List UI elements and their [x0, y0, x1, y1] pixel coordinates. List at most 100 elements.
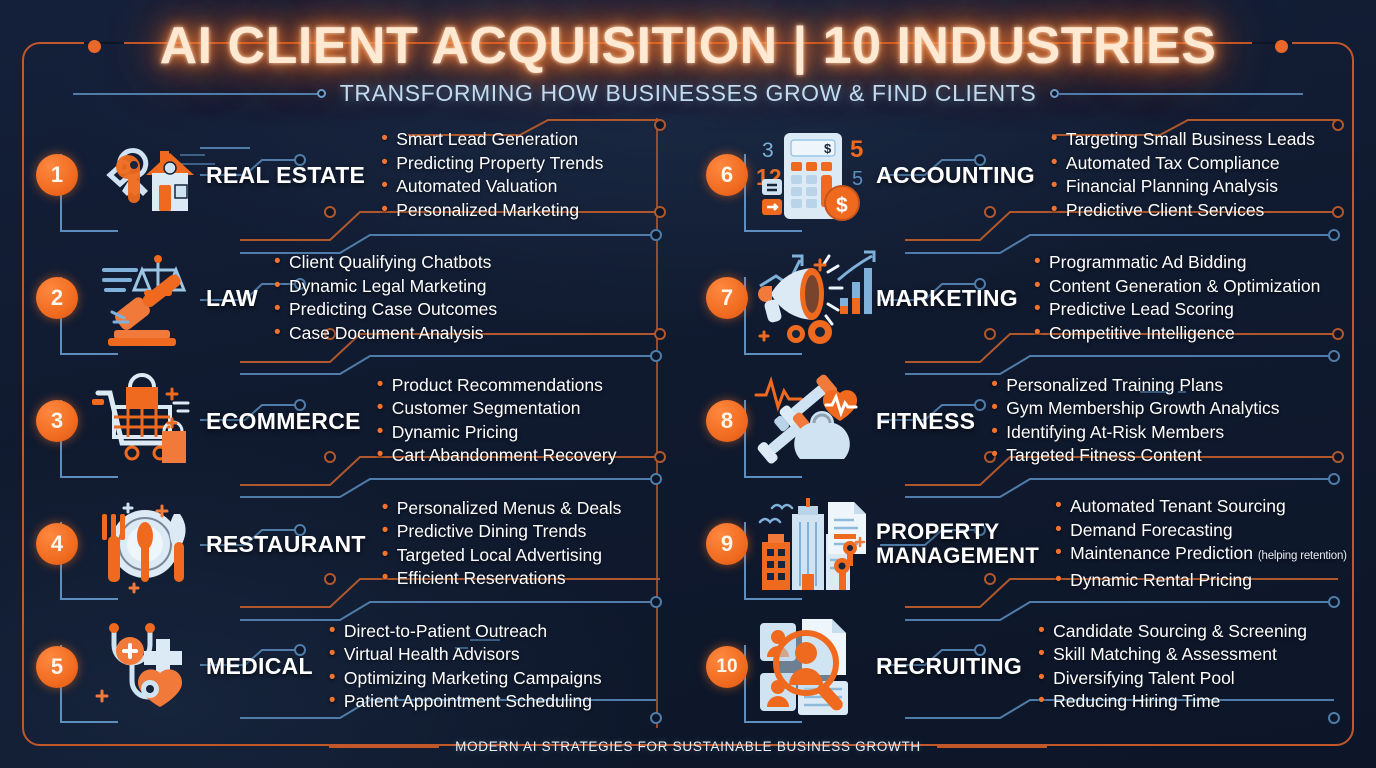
title-dot-right-icon — [1275, 40, 1288, 53]
footer-rule-right — [936, 745, 1047, 748]
industry-row-marketing[interactable]: 7 — [702, 237, 1344, 360]
footer-rule-left — [329, 745, 440, 748]
dumbbell-kettlebell-heartbeat-icon — [754, 369, 876, 473]
industry-number-badge: 7 — [706, 277, 748, 320]
list-item: Financial Planning Analysis — [1051, 174, 1344, 199]
badge-stem — [744, 276, 802, 355]
stethoscope-heart-cross-icon — [84, 615, 206, 719]
industry-number-badge: 1 — [36, 154, 78, 197]
list-item: Predicting Property Trends — [381, 151, 678, 176]
list-item: Virtual Health Advisors — [329, 642, 678, 667]
megaphone-chart-gears-icon — [754, 246, 876, 350]
list-item: Automated Valuation — [381, 174, 678, 199]
list-item: Skill Matching & Assessment — [1038, 642, 1344, 667]
industry-row-medical[interactable]: 5 — [32, 605, 678, 728]
industry-number-badge: 2 — [36, 277, 78, 320]
industry-number-badge: 8 — [706, 399, 748, 442]
list-item: Smart Lead Generation — [381, 127, 678, 152]
badge-stem — [744, 522, 802, 601]
gavel-scales-icon — [84, 246, 206, 350]
list-item: Demand Forecasting — [1055, 518, 1347, 543]
industry-sector-label: MARKETING — [876, 285, 1018, 311]
industry-sector-label: LAW — [206, 285, 258, 311]
house-keys-icon — [84, 123, 206, 227]
industry-number-badge: 10 — [706, 645, 748, 688]
industry-sector-label: REAL ESTATE — [206, 162, 366, 189]
industry-row-accounting[interactable]: 6 3 12 5 5 $ — [702, 114, 1344, 237]
poster-footer: MODERN AI STRATEGIES FOR SUSTAINABLE BUS… — [0, 739, 1376, 754]
sector-line-1: PROPERTY — [876, 519, 1000, 545]
list-item: Dynamic Pricing — [377, 420, 678, 445]
industry-row-restaurant[interactable]: 4 — [32, 482, 678, 605]
list-item: Programmatic Ad Bidding — [1034, 250, 1344, 275]
list-item: Patient Appointment Scheduling — [329, 689, 678, 714]
left-column: 1 — [32, 114, 688, 728]
right-column: 6 3 12 5 5 $ — [688, 114, 1347, 728]
plate-cutlery-icon — [84, 492, 206, 596]
subtitle-row: TRANSFORMING HOW BUSINESSES GROW & FIND … — [0, 80, 1376, 107]
list-item: Personalized Training Plans — [991, 373, 1344, 398]
list-item: Maintenance Prediction (helping retentio… — [1055, 541, 1347, 569]
industry-row-real-estate[interactable]: 1 — [32, 114, 678, 237]
list-item: Product Recommendations — [377, 373, 678, 398]
list-item: Cart Abandonment Recovery — [377, 444, 678, 468]
industry-bullet-list: Direct-to-Patient Outreach Virtual Healt… — [319, 619, 678, 714]
shopping-cart-bags-icon — [84, 369, 206, 473]
industry-row-property-management[interactable]: 9 — [702, 482, 1347, 605]
industry-sector-label: RECRUITING — [876, 653, 1023, 680]
industry-bullet-list: Programmatic Ad Bidding Content Generati… — [1024, 250, 1344, 345]
industry-bullet-list: Product Recommendations Customer Segment… — [367, 373, 678, 468]
list-item: Personalized Marketing — [381, 198, 678, 223]
industry-row-ecommerce[interactable]: 3 — [32, 360, 678, 483]
industries-columns: 1 — [32, 114, 1347, 728]
industry-bullet-list: Client Qualifying Chatbots Dynamic Legal… — [264, 250, 678, 346]
list-item: Predictive Lead Scoring — [1034, 297, 1344, 322]
list-item: Automated Tax Compliance — [1051, 151, 1344, 176]
industry-number-badge: 4 — [36, 522, 78, 565]
industry-number-badge: 6 — [706, 154, 748, 197]
list-item: Optimizing Marketing Campaigns — [329, 666, 678, 691]
svg-text:$: $ — [836, 194, 848, 217]
industry-sector-label: ECOMMERCE — [206, 407, 361, 434]
page-subtitle: TRANSFORMING HOW BUSINESSES GROW & FIND … — [339, 80, 1037, 106]
sector-line-2: MANAGEMENT — [876, 542, 1040, 568]
list-item: Content Generation & Optimization — [1034, 274, 1344, 299]
industry-sector-label: MEDICAL — [206, 653, 313, 680]
list-item: Personalized Menus & Deals — [382, 496, 678, 521]
subtitle-connector-right — [1050, 89, 1304, 98]
list-item: Targeted Local Advertising — [382, 543, 678, 568]
accounting-number-5a: 5 — [850, 136, 863, 163]
bullet-note: (helping retention) — [1257, 550, 1347, 563]
page-title: AI CLIENT ACQUISITION | 10 INDUSTRIES — [159, 17, 1217, 75]
calculator-coin-icon: 3 12 5 5 $ — [754, 123, 876, 227]
industry-bullet-list: Targeting Small Business Leads Automated… — [1041, 127, 1344, 223]
industry-number-badge: 9 — [706, 522, 748, 565]
industry-bullet-list: Candidate Sourcing & Screening Skill Mat… — [1028, 619, 1344, 714]
list-item: Case Document Analysis — [274, 321, 678, 346]
list-item: Identifying At-Risk Members — [991, 420, 1344, 445]
badge-stem — [744, 154, 802, 232]
list-item: Automated Tenant Sourcing — [1055, 494, 1347, 519]
industry-row-law[interactable]: 2 — [32, 237, 678, 360]
industry-sector-label: RESTAURANT — [206, 530, 366, 557]
industry-bullet-list: Smart Lead Generation Predicting Propert… — [371, 127, 678, 223]
industry-row-fitness[interactable]: 8 — [702, 360, 1344, 483]
list-item: Predicting Case Outcomes — [274, 297, 678, 322]
list-item: Targeted Fitness Content — [991, 444, 1344, 468]
industry-sector-label: ACCOUNTING — [876, 162, 1035, 189]
list-item: Diversifying Talent Pool — [1038, 666, 1344, 691]
list-item: Predictive Dining Trends — [382, 519, 678, 544]
industry-row-recruiting[interactable]: 10 — [702, 605, 1344, 728]
footer-text: MODERN AI STRATEGIES FOR SUSTAINABLE BUS… — [455, 739, 921, 754]
buildings-document-key-icon — [754, 492, 876, 596]
badge-stem — [744, 645, 802, 724]
poster-header: AI CLIENT ACQUISITION | 10 INDUSTRIES TR… — [0, 0, 1376, 112]
profiles-magnifier-resume-icon — [754, 615, 876, 719]
title-dot-left-icon — [88, 40, 101, 53]
list-item: Candidate Sourcing & Screening — [1038, 619, 1344, 644]
list-item: Targeting Small Business Leads — [1051, 127, 1344, 152]
industry-bullet-list: Automated Tenant Sourcing Demand Forecas… — [1045, 494, 1347, 592]
svg-text:$: $ — [824, 141, 832, 156]
list-item: Predictive Client Services — [1051, 198, 1344, 223]
